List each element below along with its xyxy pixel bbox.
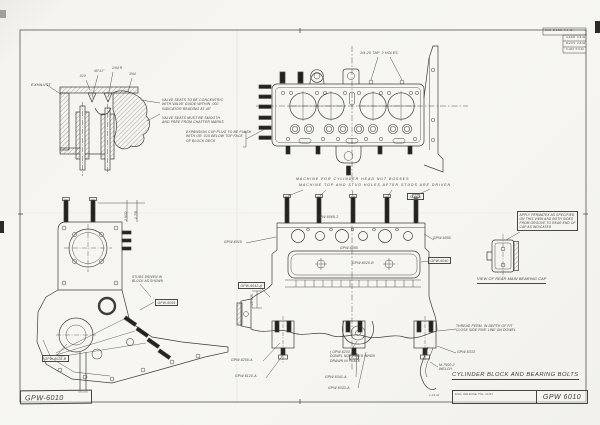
tap-holes-note: 1/4-20 TAP 2 HOLES <box>360 51 398 55</box>
welch-plug-note: M-7500-2 WELCH <box>439 363 455 372</box>
dim-164-r: 1/64 R <box>112 66 123 70</box>
part-gpw-6333: GPW-6333 <box>457 350 475 354</box>
part-gpw-6341: GPW-6341-A <box>325 375 347 379</box>
head-stud-note-1: MACHINE FOR CYLINDER HEAD NUT BOSSES <box>296 177 410 181</box>
sealant-note: APPLY PERMATEX AS SPECIFIED ON THIS VIEW… <box>517 211 579 231</box>
dim-010: .010 <box>79 74 86 78</box>
revision-table <box>542 27 587 54</box>
head-stud-note-2: MACHINE TOP AND STUD HOLES AFTER STUDS A… <box>299 183 452 187</box>
part-gpw-6042: GPW-6042-A <box>238 282 265 290</box>
dim-364: 3/64 <box>129 72 136 76</box>
part-gpw-6059: GPW-6059 <box>155 299 178 307</box>
stud-driven-note: STUDS DRIVEN IN BLOCK AS SHOWN <box>132 275 164 284</box>
part-gpw-6065: GPW-6065-2 <box>317 215 339 219</box>
sheet-border <box>18 28 588 404</box>
valve-seat-note: VALVE SEATS TO BE CONCENTRIC WITH VALVE … <box>162 98 224 125</box>
part-gpw-6050: GPW-6050 <box>433 236 451 240</box>
dim-1-78: 1 7/8 <box>134 211 138 219</box>
part-gpw-6120: GPW-6120-A <box>235 374 257 378</box>
drawing-number-box: GPW-6010 <box>19 389 93 405</box>
title-block-date: 1-23-42 <box>429 393 440 397</box>
dowel-note: ( GPW-6203 ) DOWEL NOT REQ'D WHEN DRAWN … <box>330 350 375 363</box>
revision-entry: B-2171 4-2-42 <box>566 42 586 45</box>
part-gpw-6055: GPW-6055 <box>340 246 358 250</box>
revision-entry: A-1042 3-9-42 <box>566 36 586 39</box>
part-gpw-6020: GPW-6020-B <box>352 261 374 265</box>
title-block-cell: ENG. RELEASE TOL. ±1/64 <box>453 391 537 403</box>
rear-bearing-cap-detail <box>486 231 521 278</box>
revision-entry: C-304 5-8-42 <box>566 48 584 51</box>
revision-entry: CHG B-1042 6-1-42 <box>545 29 573 32</box>
part-gpw-6333-a: GPW-6333-A <box>328 386 350 390</box>
stock-note: STOCK <box>407 193 424 201</box>
dim-716-min: 7/16 MIN <box>250 293 254 308</box>
valve-seat-section-view <box>46 71 268 176</box>
dim-2-932: 2 9/32 <box>124 211 128 221</box>
block-front-elevation <box>236 188 457 390</box>
scan-artifact <box>0 10 6 18</box>
part-gpw-6040: GPW-6040 <box>428 257 451 265</box>
thread-note: THREAD PERM. IN DEPTH OF FIT CLOSE SIDE … <box>456 324 516 333</box>
part-gpw-6015: GPW-6015 <box>224 240 242 244</box>
drawing-number: GPW-6010 <box>24 392 64 402</box>
scan-artifact <box>595 21 600 33</box>
rear-cap-caption: VIEW OF REAR MAIN BEARING CAP <box>477 277 547 284</box>
scan-artifact <box>0 221 4 233</box>
title-block-number: GPW 6010 <box>542 393 582 401</box>
core-plug-note: EXPANSION CUP PLUG TO BE FLUSH WITH OR .… <box>186 130 252 143</box>
exhaust-label: EXHAUST <box>31 82 51 87</box>
block-end-view <box>36 197 229 393</box>
drawing-title: CYLINDER BLOCK AND BEARING BOLTS <box>452 372 579 380</box>
block-top-view <box>256 45 468 184</box>
dim-45-deg: 45°±1° <box>94 69 105 73</box>
part-gpw-6028: GPW-6028-B <box>42 355 69 363</box>
title-block: ENG. RELEASE TOL. ±1/64 GPW 6010 <box>452 390 588 404</box>
part-gpw-6250: GPW-6250-A <box>231 358 253 362</box>
